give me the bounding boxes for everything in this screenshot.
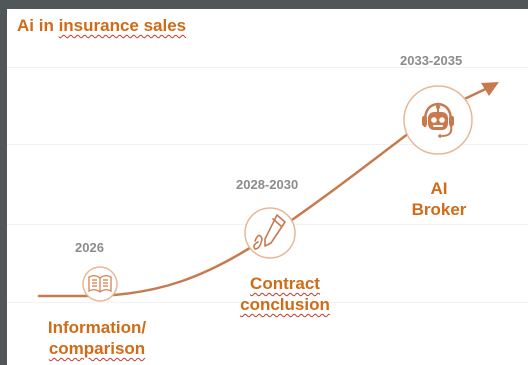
curve-arrowhead bbox=[481, 82, 499, 96]
slide-title: Ai in insurance sales bbox=[17, 16, 186, 36]
stage-year-3: 2033-2035 bbox=[400, 53, 463, 68]
gridline bbox=[7, 302, 528, 303]
stage-label-line: comparison bbox=[48, 339, 146, 358]
title-highlight: insurance sales bbox=[58, 16, 187, 35]
slide: Ai in insurance sales bbox=[7, 9, 528, 365]
robot-headset-icon bbox=[422, 102, 454, 138]
signature-pen-icon bbox=[253, 214, 286, 250]
stage-year-1: 2026 bbox=[75, 240, 104, 255]
stage-label-line: conclusion bbox=[240, 295, 330, 314]
gridline bbox=[7, 144, 528, 145]
gridline bbox=[7, 67, 528, 68]
stage-node-3 bbox=[403, 85, 473, 155]
open-book-icon bbox=[88, 275, 112, 293]
stage-node-2 bbox=[244, 207, 296, 259]
timeline-diagram bbox=[37, 82, 499, 302]
stage-label-line: Contract bbox=[250, 274, 320, 293]
stage-node-1 bbox=[82, 266, 118, 302]
stage-label-1: Information/ comparison bbox=[21, 317, 173, 359]
stage-label-3: AI Broker bbox=[409, 178, 469, 220]
stage-label-line: Information/ bbox=[47, 318, 147, 337]
stage-label-line: AI bbox=[430, 179, 448, 198]
stage-label-2: Contract conclusion bbox=[229, 273, 341, 315]
stage-year-2: 2028-2030 bbox=[236, 177, 299, 192]
stage-label-line: Broker bbox=[411, 200, 467, 219]
title-prefix: Ai in bbox=[17, 16, 59, 35]
